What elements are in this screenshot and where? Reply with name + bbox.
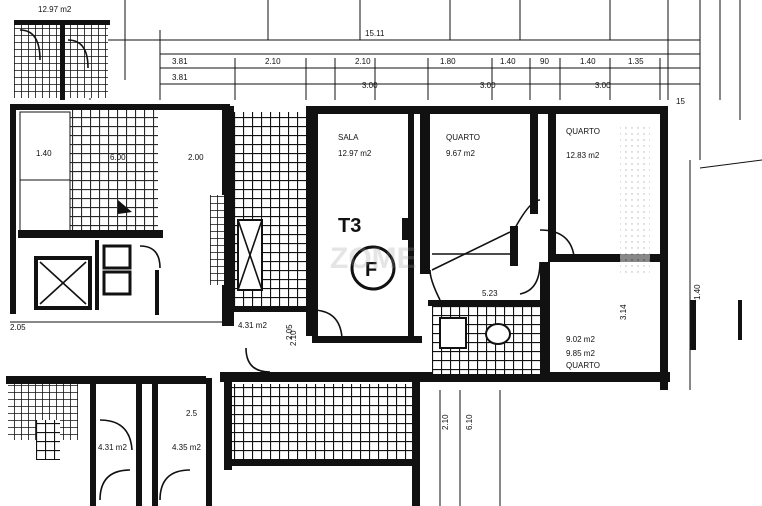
- quarto1-door-leaf: [431, 231, 511, 271]
- dim-1-2: 2.10: [265, 57, 281, 66]
- vertical-dim-3: 3.14: [619, 304, 628, 320]
- overall-width-dim: 15.11: [365, 29, 385, 38]
- small-room-dim: 2.05: [285, 324, 294, 340]
- dim-2-1: 3.81: [172, 73, 188, 82]
- dim-1-6: 90: [540, 57, 549, 66]
- sala-area: 12.97 m2: [338, 149, 372, 158]
- apartment-bottom-wall: [220, 372, 670, 382]
- bottom-area-3: 2.5: [186, 409, 198, 418]
- watermark: ZOME: [330, 242, 417, 275]
- vertical-dim-5: 2.10: [289, 330, 298, 346]
- sala-name: SALA: [338, 133, 359, 142]
- dim-1-4: 1.80: [440, 57, 456, 66]
- side-dim: 15: [676, 97, 685, 106]
- energy-class-circle: [350, 245, 396, 291]
- unit-type-label: T3: [338, 215, 361, 237]
- bottom-area-1: 4.31 m2: [98, 443, 127, 452]
- quarto2-door-swing: [539, 229, 575, 257]
- top-area-label: 12.97 m2: [38, 5, 72, 14]
- small-room-area: 4.31 m2: [238, 321, 267, 330]
- second-elevator: [95, 240, 161, 315]
- quarto1-door-swing: [513, 199, 541, 231]
- vertical-dim-1: 2.10: [441, 414, 450, 430]
- bottom-area-2: 4.35 m2: [172, 443, 201, 452]
- stair-arrow-icon: [118, 200, 132, 214]
- stair-flight: [70, 110, 158, 232]
- left-dim-1: 1.40: [36, 149, 52, 158]
- dim-1-1: 3.81: [172, 57, 188, 66]
- vertical-dim-2: 6.10: [465, 414, 474, 430]
- top-dimension-lines: [89, 0, 701, 160]
- energy-class-letter: F: [365, 259, 377, 281]
- dimension-row-2: 3.81 3.00 3.00 3.00: [172, 73, 611, 90]
- dimension-row-1: 3.81 2.10 2.10 1.80 1.40 90 1.40 1.35: [172, 57, 644, 66]
- dim-1-5: 1.40: [500, 57, 516, 66]
- hall-area: 5.23: [482, 289, 498, 298]
- apartment-right-wall: [660, 106, 668, 390]
- elevator-shaft: [34, 256, 92, 310]
- vertical-dim-4: 1.40: [693, 284, 702, 300]
- quarto3-name: QUARTO: [566, 361, 600, 370]
- quarto1-name: QUARTO: [446, 133, 480, 142]
- bottom-left-dim: 2.05: [10, 323, 26, 332]
- dim-2-4: 3.00: [595, 81, 611, 90]
- small-room-door-swing: [245, 347, 271, 373]
- apartment-top-wall: [316, 106, 666, 114]
- lower-tiled-band: [230, 384, 416, 462]
- dim-2-2: 3.00: [362, 81, 378, 90]
- quarto2-name: QUARTO: [566, 127, 600, 136]
- quarto3-alt-area: 9.02 m2: [566, 335, 595, 344]
- quarto1-area: 9.67 m2: [446, 149, 475, 158]
- sala-door-swing: [311, 309, 343, 339]
- quarto3-area: 9.85 m2: [566, 349, 595, 358]
- dim-1-3: 2.10: [355, 57, 371, 66]
- left-dim-3: 2.00: [188, 153, 204, 162]
- dim-1-7: 1.40: [580, 57, 596, 66]
- dim-2-3: 3.00: [480, 81, 496, 90]
- quarto2-area: 12.83 m2: [566, 151, 600, 160]
- left-dim-2: 6.00: [110, 153, 126, 162]
- dim-1-8: 1.35: [628, 57, 644, 66]
